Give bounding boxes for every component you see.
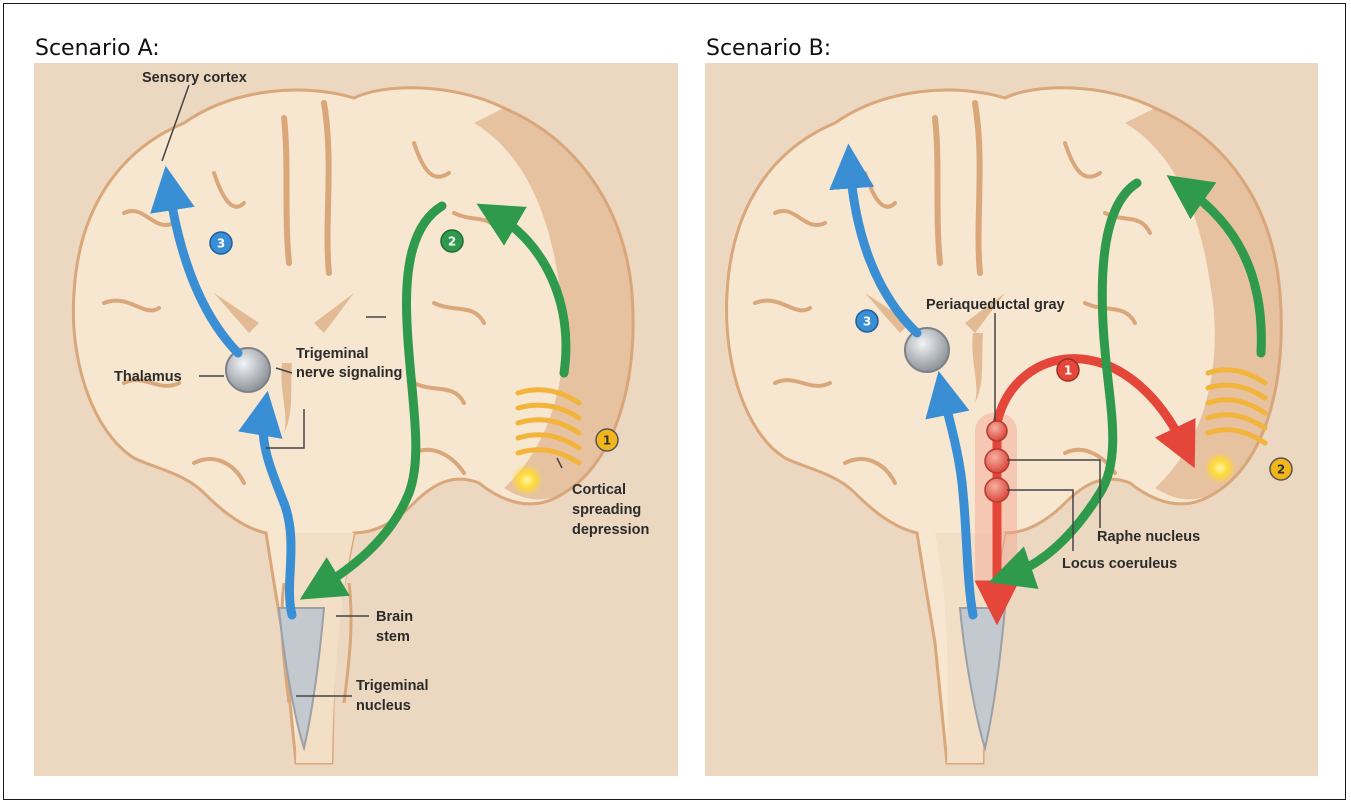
label-trig-nucleus-2: nucleus bbox=[356, 698, 411, 714]
label-csd-2: spreading bbox=[572, 502, 641, 518]
badge-3: 3 bbox=[210, 232, 232, 254]
label-trigeminal-signaling-2: nerve signaling bbox=[296, 365, 402, 381]
label-trig-nucleus-1: Trigeminal bbox=[356, 678, 429, 694]
svg-text:1: 1 bbox=[1064, 364, 1072, 378]
badge-1: 1 bbox=[1057, 359, 1079, 381]
scenario-b-panel: 3 1 2 Periaqueductal gray Raphe nucleus … bbox=[705, 63, 1318, 776]
raphe-node bbox=[985, 449, 1009, 473]
scenario-b-diagram: 3 1 2 Periaqueductal gray Raphe nucleus … bbox=[705, 63, 1318, 776]
svg-text:3: 3 bbox=[217, 237, 225, 251]
csd-glow bbox=[1204, 452, 1236, 484]
label-brain-stem-2: stem bbox=[376, 629, 410, 645]
svg-text:3: 3 bbox=[863, 315, 871, 329]
label-periaqueductal-gray: Periaqueductal gray bbox=[926, 297, 1065, 313]
svg-text:2: 2 bbox=[1277, 463, 1285, 477]
label-sensory-cortex: Sensory cortex bbox=[142, 70, 247, 86]
svg-text:1: 1 bbox=[603, 434, 611, 448]
thalamus-shape bbox=[226, 348, 270, 392]
scenario-a-title: Scenario A: bbox=[35, 36, 160, 61]
label-csd-3: depression bbox=[572, 522, 649, 538]
badge-1: 1 bbox=[596, 429, 618, 451]
label-trigeminal-signaling-1: Trigeminal bbox=[296, 346, 369, 362]
badge-2: 2 bbox=[1270, 458, 1292, 480]
csd-glow bbox=[511, 464, 543, 496]
scenario-b-title: Scenario B: bbox=[706, 36, 831, 61]
scenario-a-panel: 3 2 1 Sensory cortex Thalamus Trigeminal… bbox=[34, 63, 678, 776]
thalamus-shape bbox=[905, 328, 949, 372]
svg-text:2: 2 bbox=[448, 235, 456, 249]
label-brain-stem-1: Brain bbox=[376, 609, 413, 625]
label-raphe-nucleus: Raphe nucleus bbox=[1097, 529, 1200, 545]
pag-node bbox=[987, 421, 1007, 441]
scenario-a-diagram: 3 2 1 Sensory cortex Thalamus Trigeminal… bbox=[34, 63, 678, 776]
label-thalamus: Thalamus bbox=[114, 369, 182, 385]
label-locus-coeruleus: Locus coeruleus bbox=[1062, 556, 1177, 572]
locus-node bbox=[985, 478, 1009, 502]
label-csd-1: Cortical bbox=[572, 482, 626, 498]
badge-3: 3 bbox=[856, 310, 878, 332]
badge-2: 2 bbox=[441, 230, 463, 252]
